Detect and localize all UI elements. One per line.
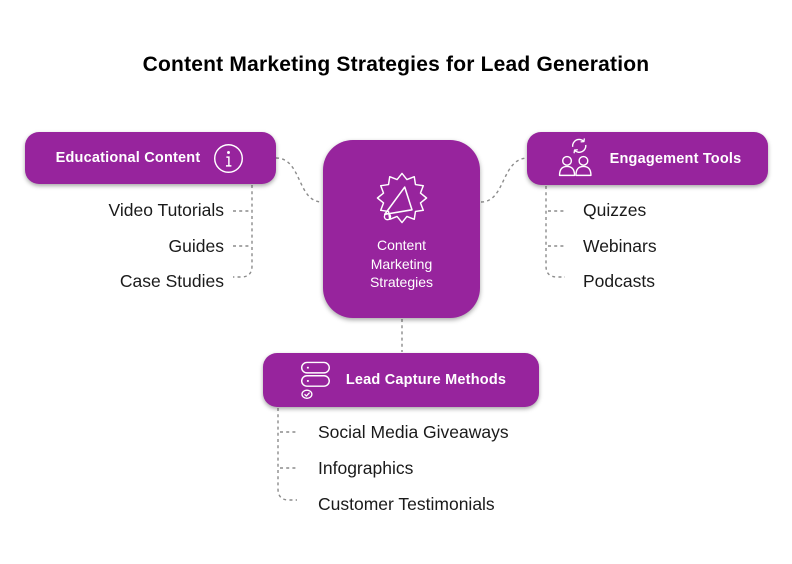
branch-line-left (233, 185, 253, 278)
branch-label-lead-capture-methods: Lead Capture Methods (345, 372, 507, 388)
engagement-tools-items: Quizzes Webinars Podcasts (583, 193, 657, 300)
list-item-quizzes: Quizzes (583, 200, 647, 221)
list-item-social-media-giveaways: Social Media Giveaways (318, 421, 509, 442)
list-item-guides: Guides (168, 235, 224, 256)
list-item-webinars: Webinars (583, 235, 657, 256)
central-node-label: Content Marketing Strategies (369, 237, 434, 291)
branch-line-bottom (277, 408, 297, 501)
list-item-case-studies: Case Studies (119, 271, 224, 292)
info-icon (212, 142, 245, 175)
list-item-podcasts: Podcasts (583, 271, 655, 292)
people-sync-icon (554, 136, 596, 181)
megaphone-burst-icon (362, 166, 442, 230)
list-item-customer-testimonials: Customer Testimonials (318, 493, 495, 514)
branch-label-educational-content: Educational Content (55, 150, 201, 166)
lead-capture-methods-items: Social Media Giveaways Infographics Cust… (318, 414, 509, 522)
form-checklist-icon (296, 359, 334, 401)
educational-content-items: Video Tutorials Guides Case Studies (109, 193, 224, 300)
connector-left-curve (275, 157, 323, 203)
branch-node-engagement-tools: Engagement Tools (527, 132, 768, 185)
branch-label-engagement-tools: Engagement Tools (609, 150, 742, 167)
central-node: Content Marketing Strategies (323, 140, 480, 318)
connector-right-curve (480, 157, 529, 203)
list-item-infographics: Infographics (318, 457, 414, 478)
branch-line-right (545, 186, 565, 278)
branch-node-educational-content: Educational Content (25, 132, 276, 184)
list-item-video-tutorials: Video Tutorials (108, 200, 224, 221)
branch-node-lead-capture-methods: Lead Capture Methods (263, 353, 539, 407)
page-title: Content Marketing Strategies for Lead Ge… (142, 53, 650, 76)
